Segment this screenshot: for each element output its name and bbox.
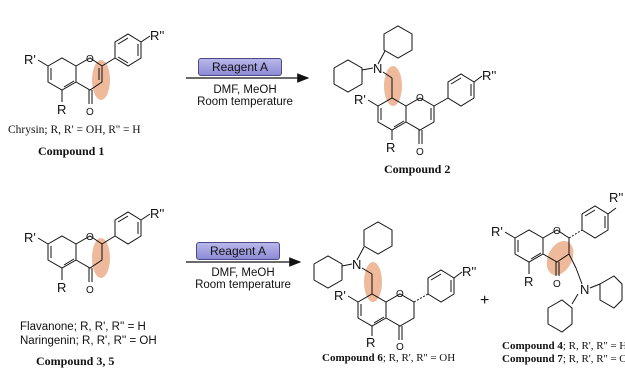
plus-sign: + (480, 292, 489, 309)
label-carbonyl-oxygen: O (86, 107, 94, 118)
label-ring-oxygen: O (553, 226, 561, 237)
highlight-c2-c3 (92, 60, 110, 100)
compound-4-label: Compound 4 (502, 340, 563, 352)
label-r-double-prime: R'' (150, 28, 164, 43)
label-ring-oxygen: O (396, 289, 404, 300)
condition-temperature: Room temperature (197, 96, 293, 108)
label-r: R (524, 274, 533, 289)
compound-4-7-atom-labels: R' R R'' N O O (491, 190, 623, 297)
label-r-prime: R' (334, 288, 346, 303)
highlight-c3 (546, 240, 574, 276)
compound-7-substituents: ; R, R', R'' = OH (562, 353, 625, 365)
compound-1-structure (37, 33, 151, 104)
compound-6-substituents: ; R, R', R'' = OH (382, 352, 456, 364)
highlight-c8 (364, 262, 382, 302)
compound-3-5-caption: Flavanone; R, R', R'' = H Naringenin; R,… (20, 320, 157, 348)
compound-4-7-caption: Compound 4; R, R', R'' = H Compound 7; R… (502, 340, 625, 366)
condition-solvent: DMF, MeOH (211, 267, 275, 279)
label-carbonyl-oxygen: O (396, 342, 404, 353)
label-ring-oxygen: O (86, 54, 94, 65)
label-carbonyl-oxygen: O (86, 285, 94, 296)
compound-1-atom-labels: R' R R'' O O (24, 28, 164, 118)
label-r: R (57, 280, 66, 295)
compound-1-label: Compound 1 (38, 144, 105, 158)
compound-6-structure (313, 221, 463, 340)
label-r-prime: R' (24, 52, 36, 67)
compound-2-atom-labels: N R' R R'' O O (354, 61, 496, 158)
label-r-double-prime: R'' (150, 206, 164, 221)
label-ring-oxygen: O (86, 232, 94, 243)
label-r-prime: R' (491, 224, 503, 239)
reagent-a-box-2: Reagent A (196, 242, 280, 260)
naringenin-caption: Naringenin; R, R', R'' = OH (20, 335, 157, 347)
compound-2-label: Compound 2 (384, 162, 451, 176)
flavanone-caption: Flavanone; R, R', R'' = H (20, 321, 146, 333)
label-r-double-prime: R'' (482, 68, 496, 83)
compound-4-line: Compound 4; R, R', R'' = H (502, 340, 625, 353)
label-nitrogen: N (580, 282, 589, 297)
label-ring-oxygen: O (416, 93, 424, 104)
reagent-a-box-1: Reagent A (198, 58, 282, 76)
reagent-label: Reagent A (211, 60, 269, 74)
highlight-c2-c3 (92, 238, 110, 278)
label-r: R (57, 102, 66, 117)
compound-6-atom-labels: N R' R R'' O O (334, 257, 476, 353)
compound-2-structure (333, 25, 483, 144)
condition-solvent: DMF, MeOH (213, 84, 277, 96)
compound-4-substituents: ; R, R', R'' = H (562, 340, 625, 352)
conditions-1: DMF, MeOH Room temperature (190, 84, 300, 108)
compound-7-line: Compound 7; R, R', R'' = OH (502, 353, 625, 366)
label-carbonyl-oxygen: O (416, 147, 424, 158)
label-carbonyl-oxygen: O (553, 279, 561, 290)
label-r-prime: R' (354, 92, 366, 107)
condition-temperature: Room temperature (195, 279, 291, 291)
label-r-double-prime: R'' (462, 264, 476, 279)
compound-3-5-label: Compound 3, 5 (36, 354, 115, 368)
compound-3-5-atom-labels: R' R R'' O O (24, 206, 164, 296)
compound-4-7-structure (504, 205, 623, 333)
reagent-label: Reagent A (209, 244, 267, 258)
compound-3-5-structure (37, 211, 151, 282)
compound-6-caption: Compound 6; R, R', R'' = OH (322, 352, 455, 364)
label-nitrogen: N (373, 61, 382, 76)
highlight-c8 (384, 66, 402, 106)
compound-1-caption: Chrysin; R, R' = OH, R'' = H (8, 124, 141, 136)
label-r: R (366, 335, 375, 350)
compound-7-label: Compound 7 (502, 353, 563, 365)
label-r: R (386, 140, 395, 155)
label-nitrogen: N (352, 257, 361, 272)
label-r-prime: R' (24, 230, 36, 245)
conditions-2: DMF, MeOH Room temperature (188, 267, 298, 291)
label-r-double-prime: R'' (609, 190, 623, 205)
compound-6-label: Compound 6 (322, 352, 383, 364)
